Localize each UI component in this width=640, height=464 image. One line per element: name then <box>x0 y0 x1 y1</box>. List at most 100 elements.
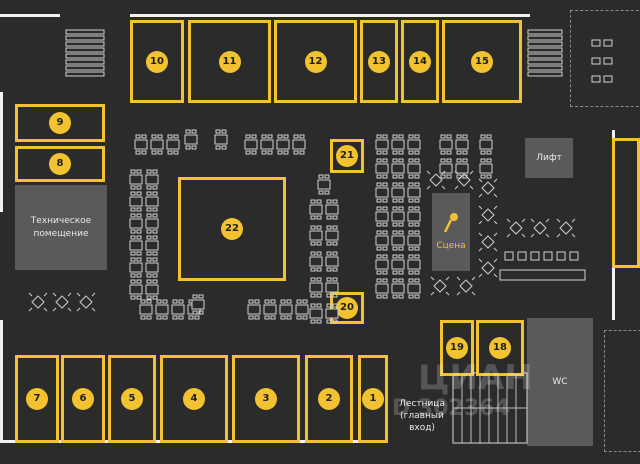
table-icon <box>408 270 414 275</box>
table-icon <box>392 158 398 163</box>
table-icon <box>130 169 136 174</box>
table-icon <box>398 270 404 275</box>
table-icon <box>414 198 420 203</box>
table-icon <box>146 295 152 300</box>
table-icon <box>375 187 389 198</box>
table-icon <box>316 267 322 272</box>
table-icon <box>316 319 322 324</box>
table-icon <box>310 241 316 246</box>
table-icon <box>326 267 332 272</box>
table-icon <box>382 222 388 227</box>
stall-21[interactable]: 21 <box>330 139 364 173</box>
stall-8[interactable]: 8 <box>15 146 105 182</box>
table-icon <box>375 163 389 174</box>
stall-number: 5 <box>121 388 143 410</box>
stall-11[interactable]: 11 <box>188 20 271 103</box>
table-icon <box>408 254 414 259</box>
table-icon <box>215 129 221 134</box>
stall-6[interactable]: 6 <box>61 355 105 443</box>
table-icon <box>244 139 258 150</box>
table-icon <box>407 283 421 294</box>
table-icon <box>332 251 338 256</box>
table-icon <box>248 315 254 320</box>
table-icon <box>332 277 338 282</box>
table-icon <box>392 254 398 259</box>
table-icon <box>446 158 452 163</box>
stall-number: 8 <box>49 153 71 175</box>
table-icon <box>136 229 142 234</box>
table-icon <box>398 230 404 235</box>
table-icon <box>556 251 566 261</box>
table-icon <box>283 134 289 139</box>
table-icon <box>326 241 332 246</box>
table-icon <box>325 230 339 241</box>
table-icon <box>375 283 389 294</box>
table-icon <box>332 319 338 324</box>
stall-15[interactable]: 15 <box>442 20 522 103</box>
table-icon <box>152 295 158 300</box>
table-icon <box>414 158 420 163</box>
table-icon <box>439 139 453 150</box>
table-icon <box>130 235 136 240</box>
stall-1[interactable]: 1 <box>358 355 388 443</box>
table-icon <box>414 230 420 235</box>
table-icon <box>430 276 450 296</box>
table-icon <box>332 241 338 246</box>
table-icon <box>414 278 420 283</box>
table-icon <box>456 158 462 163</box>
table-icon <box>309 282 323 293</box>
stall-9[interactable]: 9 <box>15 104 105 142</box>
table-icon <box>191 145 197 150</box>
table-icon <box>309 230 323 241</box>
table-icon <box>277 150 283 155</box>
stall-13[interactable]: 13 <box>360 20 398 103</box>
stall-2[interactable]: 2 <box>305 355 353 443</box>
stall-7[interactable]: 7 <box>15 355 59 443</box>
table-icon <box>316 225 322 230</box>
table-icon <box>376 222 382 227</box>
table-icon <box>408 158 414 163</box>
table-icon <box>245 134 251 139</box>
table-icon <box>391 235 405 246</box>
table-icon <box>221 129 227 134</box>
stall-5[interactable]: 5 <box>108 355 156 443</box>
table-icon <box>263 304 277 315</box>
table-icon <box>375 235 389 246</box>
table-icon <box>527 65 563 71</box>
table-icon <box>506 218 526 238</box>
table-icon <box>376 206 382 211</box>
table-icon <box>167 134 173 139</box>
table-icon <box>326 215 332 220</box>
table-icon <box>446 134 452 139</box>
table-icon <box>414 206 420 211</box>
table-icon <box>152 251 158 256</box>
stall-number: 20 <box>336 297 358 319</box>
table-icon <box>414 174 420 179</box>
table-icon <box>198 310 204 315</box>
table-icon <box>527 71 563 77</box>
table-icon <box>146 191 152 196</box>
table-icon <box>398 182 404 187</box>
table-icon <box>156 299 162 304</box>
table-icon <box>325 256 339 267</box>
stall-19[interactable]: 19 <box>440 320 474 376</box>
stall-18[interactable]: 18 <box>476 320 524 376</box>
stall-22[interactable]: 22 <box>178 177 286 281</box>
stall-10[interactable]: 10 <box>130 20 184 103</box>
stall-12[interactable]: 12 <box>274 20 357 103</box>
stall-number: 1 <box>362 388 384 410</box>
stall-20[interactable]: 20 <box>330 292 364 324</box>
stall-3[interactable]: 3 <box>232 355 300 443</box>
table-icon <box>162 299 168 304</box>
table-icon <box>140 315 146 320</box>
table-icon <box>65 41 105 47</box>
stall-number: 11 <box>218 50 241 73</box>
stall-4[interactable]: 4 <box>160 355 228 443</box>
stall-number: 15 <box>471 50 493 73</box>
table-icon <box>530 218 550 238</box>
table-icon <box>392 278 398 283</box>
stall-14[interactable]: 14 <box>401 20 439 103</box>
tech-room-zone: Техническое помещение <box>15 185 107 270</box>
table-icon <box>136 279 142 284</box>
